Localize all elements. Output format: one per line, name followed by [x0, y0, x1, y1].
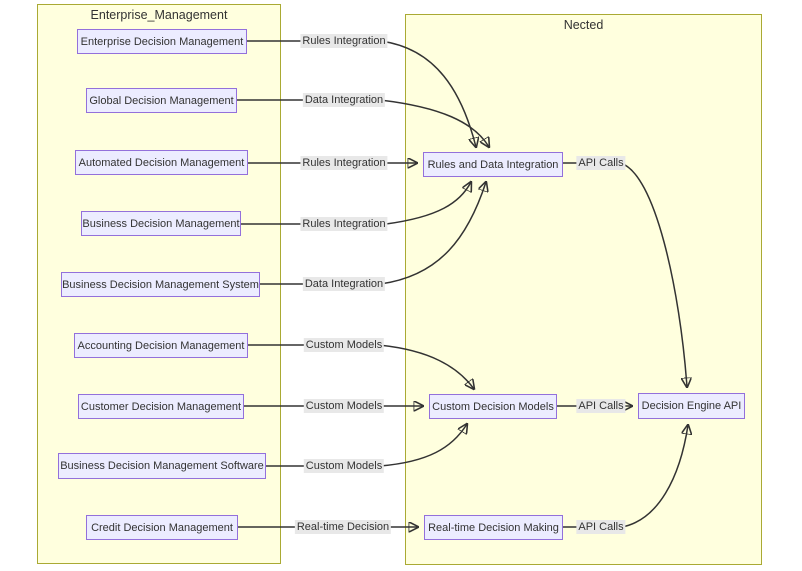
- node-enterprise-decision-management: Enterprise Decision Management: [77, 29, 247, 54]
- edge-label-api-calls-1: API Calls: [576, 156, 626, 170]
- subgraph-nected: Nected: [405, 14, 762, 565]
- edge-label-custom-models-2: Custom Models: [303, 399, 385, 413]
- node-custom-decision-models: Custom Decision Models: [429, 394, 557, 419]
- node-automated-decision-management: Automated Decision Management: [75, 150, 248, 175]
- node-global-decision-management: Global Decision Management: [86, 88, 237, 113]
- edge-label-rules-integration-3: Rules Integration: [300, 217, 388, 231]
- node-credit-decision-management: Credit Decision Management: [86, 515, 238, 540]
- edge-label-api-calls-3: API Calls: [576, 520, 626, 534]
- edge-label-api-calls-2: API Calls: [576, 399, 626, 413]
- edge-label-custom-models-1: Custom Models: [303, 338, 385, 352]
- edge-label-rules-integration-1: Rules Integration: [300, 34, 388, 48]
- edge-label-data-integration-1: Data Integration: [302, 93, 386, 107]
- node-accounting-decision-management: Accounting Decision Management: [74, 333, 248, 358]
- node-business-decision-management-system: Business Decision Management System: [61, 272, 260, 297]
- node-customer-decision-management: Customer Decision Management: [78, 394, 244, 419]
- edge-label-data-integration-2: Data Integration: [302, 277, 386, 291]
- edge-label-custom-models-3: Custom Models: [303, 459, 385, 473]
- node-business-decision-management-software: Business Decision Management Software: [58, 453, 266, 479]
- edge-label-real-time-decision: Real-time Decision: [294, 520, 392, 534]
- node-rules-and-data-integration: Rules and Data Integration: [423, 152, 563, 177]
- subgraph-enterprise-title: Enterprise_Management: [90, 8, 228, 22]
- node-business-decision-management: Business Decision Management: [81, 211, 241, 236]
- edge-label-rules-integration-2: Rules Integration: [300, 156, 388, 170]
- node-real-time-decision-making: Real-time Decision Making: [424, 515, 563, 540]
- node-decision-engine-api: Decision Engine API: [638, 393, 745, 419]
- subgraph-nected-title: Nected: [563, 18, 604, 32]
